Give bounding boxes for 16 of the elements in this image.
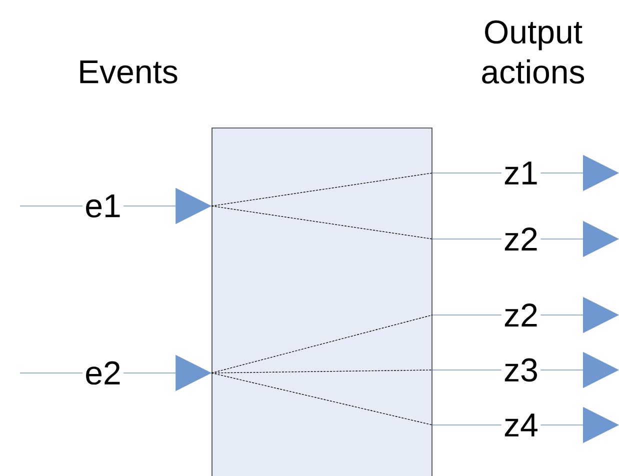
event-label: e2 <box>86 361 120 385</box>
column-heading: Events <box>80 60 178 84</box>
connector-line <box>211 172 502 206</box>
action-label: z1 <box>504 162 537 184</box>
connector-line <box>20 372 83 374</box>
connector-line <box>211 206 502 240</box>
connector-line <box>211 370 502 374</box>
action-label: z3 <box>504 358 537 382</box>
action-label: z2 <box>504 303 537 326</box>
connector-line <box>211 314 502 374</box>
column-heading: Output actions <box>482 20 584 84</box>
process-box <box>212 128 432 476</box>
event-label: e1 <box>86 194 120 218</box>
action-label: z2 <box>504 227 537 250</box>
action-label: z4 <box>504 414 538 436</box>
connector-line <box>211 372 502 426</box>
